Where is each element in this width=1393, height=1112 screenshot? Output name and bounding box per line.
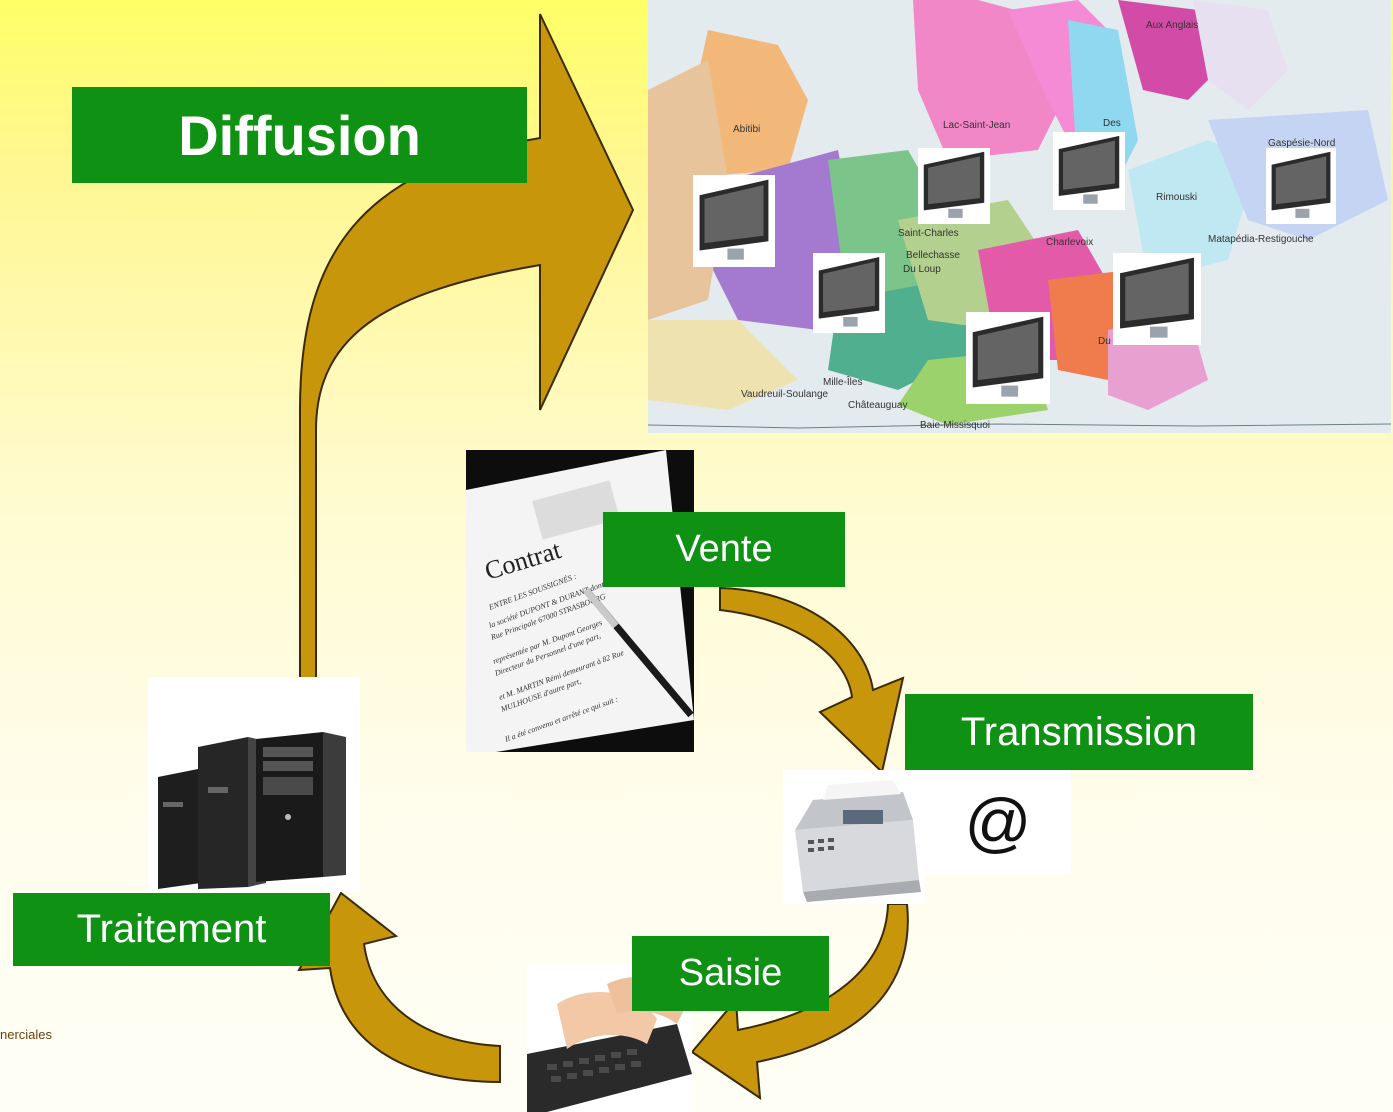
arrow-saisie-traitement: [297, 891, 501, 1084]
computer-tower-photo: [148, 677, 360, 892]
quebec-map: Aux Anglais Abitibi Lac-Saint-Jean Des G…: [648, 0, 1391, 433]
map-label: Des: [1103, 118, 1121, 129]
map-label: Vaudreuil-Soulange: [741, 389, 829, 400]
arrow-fax-saisie: [690, 903, 909, 1100]
monitor-icon: [813, 253, 885, 333]
map-label: Baie-Missisquoi: [920, 420, 990, 431]
map-label: Mille-Îles: [823, 375, 862, 388]
map-label: Gaspésie-Nord: [1268, 138, 1335, 149]
map-label: Abitibi: [733, 124, 760, 135]
logo-text: nerciales: [0, 1027, 53, 1042]
label-vente: Vente: [603, 512, 845, 587]
arrow-diffusion: [299, 13, 635, 721]
contract-photo: Contrat ENTRE LES SOUSSIGNÉS : la sociét…: [466, 450, 694, 752]
map-label: Châteauguay: [848, 400, 908, 411]
at-symbol: @: [925, 770, 1071, 874]
monitor-icon: [1113, 253, 1201, 345]
map-label: Aux Anglais: [1146, 20, 1198, 31]
monitor-icon: [1053, 132, 1125, 210]
monitor-icon: [1266, 148, 1336, 224]
map-label: Saint-Charles: [898, 228, 959, 239]
monitor-icon: [966, 312, 1050, 404]
monitor-icon: [918, 148, 990, 224]
arrow-vente-transmission: [719, 586, 905, 774]
label-traitement: Traitement: [13, 893, 330, 966]
map-label: Bellechasse: [906, 250, 960, 261]
map-label: Du Loup: [903, 264, 941, 275]
label-saisie: Saisie: [632, 936, 829, 1011]
map-label: Charlevoix: [1046, 237, 1093, 248]
map-label: Rimouski: [1156, 192, 1197, 203]
label-transmission: Transmission: [905, 694, 1253, 770]
map-label: Lac-Saint-Jean: [943, 120, 1010, 131]
label-diffusion: Diffusion: [72, 87, 527, 183]
monitor-icon: [693, 175, 775, 267]
map-label: Matapédia-Restigouche: [1208, 234, 1314, 245]
fax-machine-photo: [783, 770, 925, 904]
